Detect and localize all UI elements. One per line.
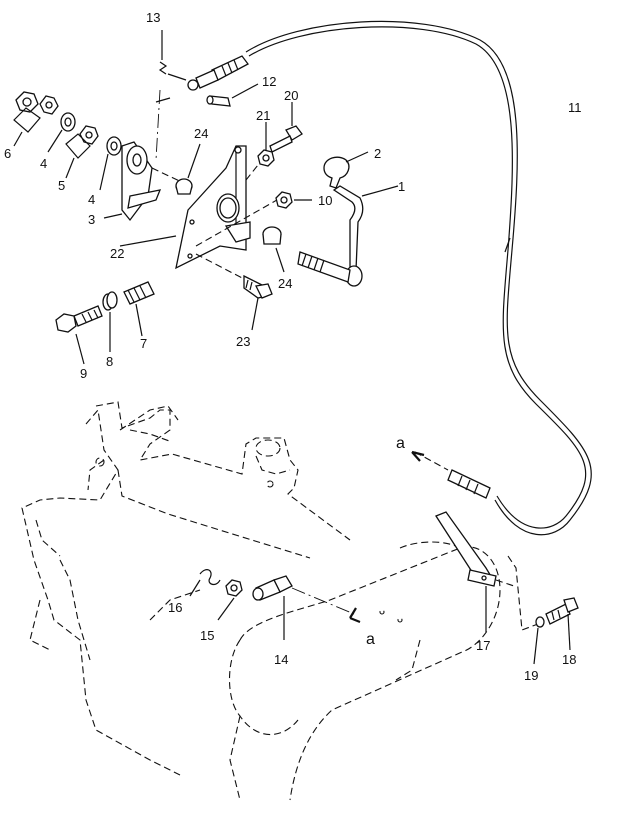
- washer-part-4b: [99, 136, 122, 191]
- nut-part-5: [65, 125, 99, 179]
- washer-part-4a: [47, 112, 76, 153]
- bolt-part-23: [243, 274, 273, 331]
- label-part-4b: 4: [88, 192, 95, 207]
- bracket-part-22: [119, 145, 285, 281]
- washer-part-19: [533, 616, 545, 665]
- label-part-21: 21: [256, 108, 270, 123]
- cable-end-fitting: [187, 55, 249, 91]
- bushing-part-24a: [175, 143, 201, 195]
- label-part-24b: 24: [278, 276, 292, 291]
- bolt-part-9: [55, 305, 103, 365]
- label-part-6: 6: [4, 146, 11, 161]
- bolt-part-18: [545, 597, 579, 651]
- nut-part-10: [275, 191, 312, 209]
- fitting-part-14: [252, 575, 361, 640]
- clip-part-16: [189, 569, 221, 597]
- label-part-16: 16: [168, 600, 182, 615]
- engine-block: [21, 401, 351, 776]
- label-part-5: 5: [58, 178, 65, 193]
- collar-part-8: [102, 291, 118, 352]
- label-part-23: 23: [236, 334, 250, 349]
- lever-part-3: [103, 141, 191, 222]
- pin-part-12: [206, 83, 259, 107]
- label-ref-a-top: a: [396, 435, 405, 452]
- label-part-1: 1: [398, 179, 405, 194]
- bolt-part-20: [269, 102, 303, 153]
- label-part-20: 20: [284, 88, 298, 103]
- label-part-12: 12: [262, 74, 276, 89]
- lever-rod-part-1: [297, 185, 399, 287]
- label-part-3: 3: [88, 212, 95, 227]
- label-part-22: 22: [110, 246, 124, 261]
- label-part-8: 8: [106, 354, 113, 369]
- label-part-9: 9: [80, 366, 87, 381]
- label-part-13: 13: [146, 10, 160, 25]
- label-part-10: 10: [318, 193, 332, 208]
- label-ref-a-bottom: a: [366, 631, 375, 648]
- bushing-part-24b: [262, 226, 285, 273]
- label-part-2: 2: [374, 146, 381, 161]
- nut-part-21: [257, 122, 275, 167]
- nut-part-6: [13, 91, 59, 147]
- bracket-part-17: [435, 511, 539, 632]
- nut-part-15: [217, 579, 243, 621]
- label-part-14: 14: [274, 652, 288, 667]
- label-part-18: 18: [562, 652, 576, 667]
- label-part-19: 19: [524, 668, 538, 683]
- control-cable: [245, 20, 592, 536]
- cable-end-fitting-engine: [411, 450, 491, 499]
- muffler-cylinder: [228, 541, 501, 801]
- knob-part-2: [323, 151, 369, 189]
- spring-part-7: [123, 281, 155, 337]
- label-part-4a: 4: [40, 156, 47, 171]
- pin-part-13: [155, 30, 187, 161]
- label-part-24a: 24: [194, 126, 208, 141]
- label-part-7: 7: [140, 336, 147, 351]
- label-part-17: 17: [476, 638, 490, 653]
- label-part-15: 15: [200, 628, 214, 643]
- label-part-11: 11: [568, 100, 582, 115]
